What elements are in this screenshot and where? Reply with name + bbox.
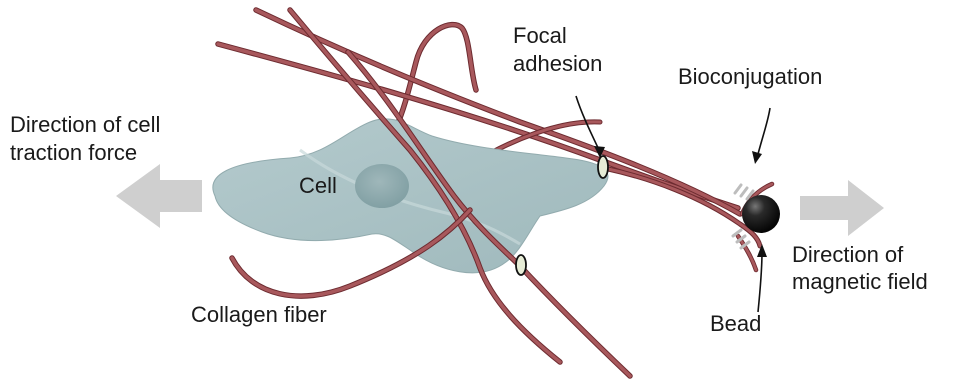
traction-force-label-line2: traction force (10, 140, 137, 165)
collagen-fiber-label: Collagen fiber (191, 302, 327, 327)
cell-nucleus (355, 164, 409, 208)
bead-sphere-icon (742, 195, 780, 233)
focal-adhesion-label-line1: Focal (513, 23, 567, 48)
leader-arrows (576, 96, 770, 312)
focal-adhesion-ellipse-icon (516, 255, 526, 275)
magnetic-field-arrow-icon (800, 180, 884, 236)
bead-label: Bead (710, 311, 761, 336)
cell-label: Cell (299, 173, 337, 198)
traction-force-arrow-icon (116, 164, 202, 228)
magnetic-field-label-line2: magnetic field (792, 269, 928, 294)
bioconjugation-label: Bioconjugation (678, 64, 822, 89)
bioconjugation-pointer (757, 108, 770, 158)
bead-pointer (758, 252, 762, 312)
magnetic-field-label-line1: Direction of (792, 242, 904, 267)
focal-adhesion-label-line2: adhesion (513, 51, 602, 76)
focal-adhesion-ellipse-icon (598, 156, 608, 178)
traction-force-label-line1: Direction of cell (10, 112, 160, 137)
